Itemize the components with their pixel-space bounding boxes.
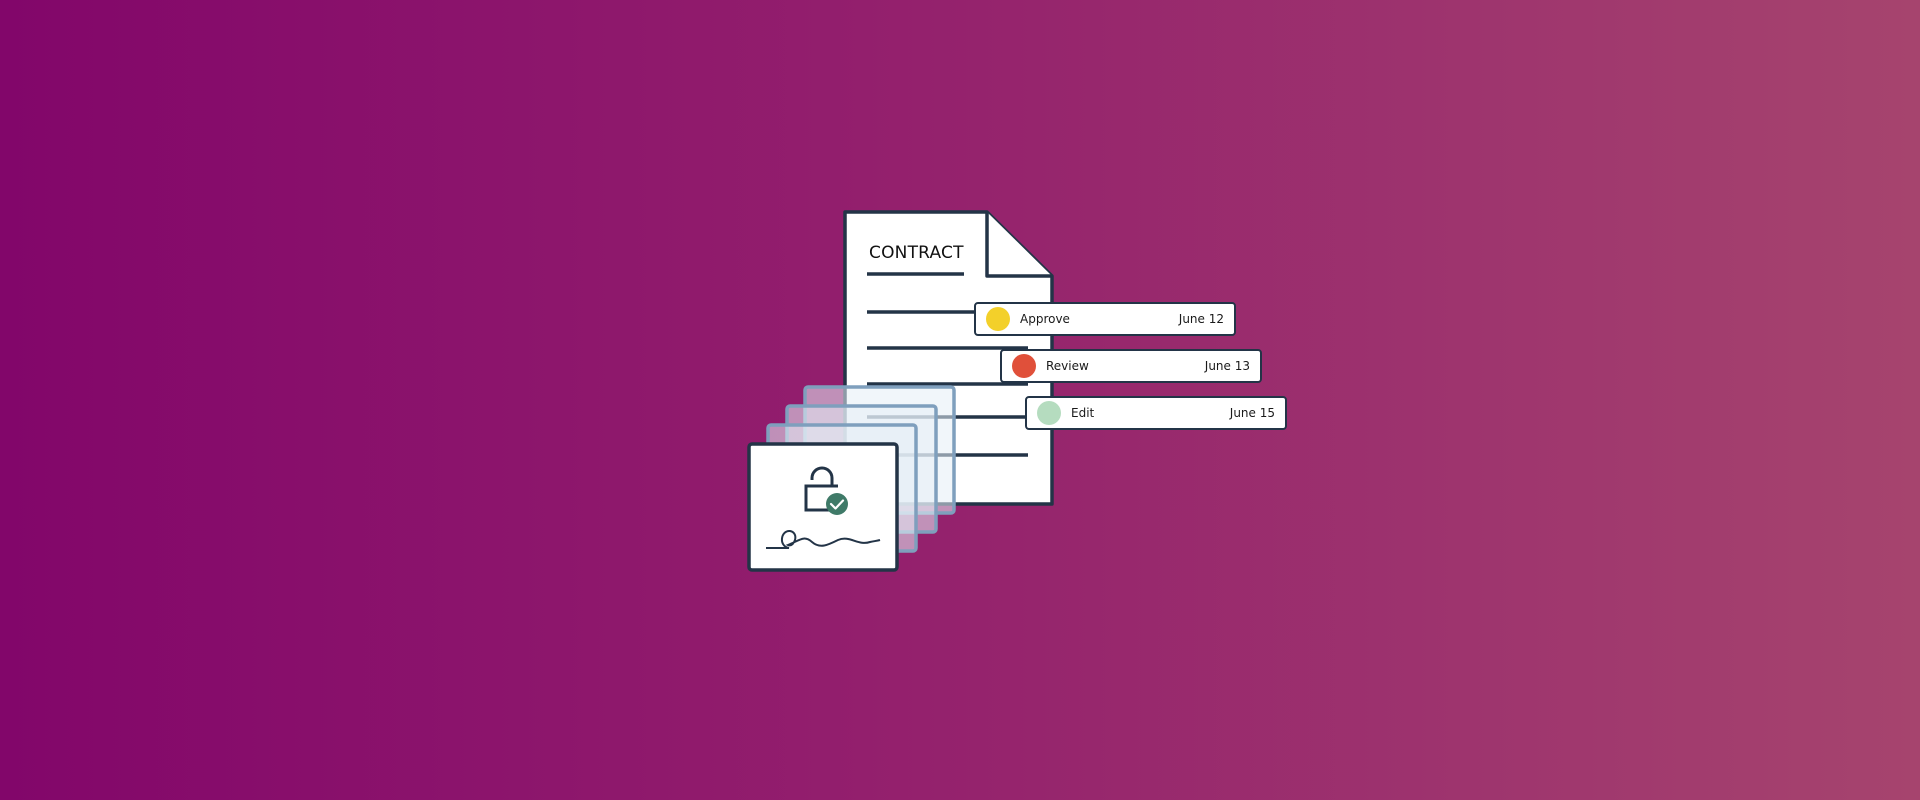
- status-label: Review: [1046, 359, 1089, 373]
- check-badge-icon: [826, 493, 848, 515]
- status-dot-red: [1012, 354, 1036, 378]
- status-label: Approve: [1020, 312, 1070, 326]
- secure-signature-card: [747, 442, 899, 572]
- status-date: June 15: [1229, 406, 1275, 420]
- status-label: Edit: [1071, 406, 1095, 420]
- status-card-review[interactable]: Review June 13: [1000, 349, 1262, 383]
- status-dot-yellow: [986, 307, 1010, 331]
- status-date: June 13: [1204, 359, 1250, 373]
- status-card-approve[interactable]: Approve June 12: [974, 302, 1236, 336]
- contract-title: CONTRACT: [869, 243, 964, 263]
- status-dot-green: [1037, 401, 1061, 425]
- status-card-edit[interactable]: Edit June 15: [1025, 396, 1287, 430]
- signature-icon: [766, 530, 881, 549]
- status-date: June 12: [1178, 312, 1224, 326]
- lock-icon: [804, 466, 838, 512]
